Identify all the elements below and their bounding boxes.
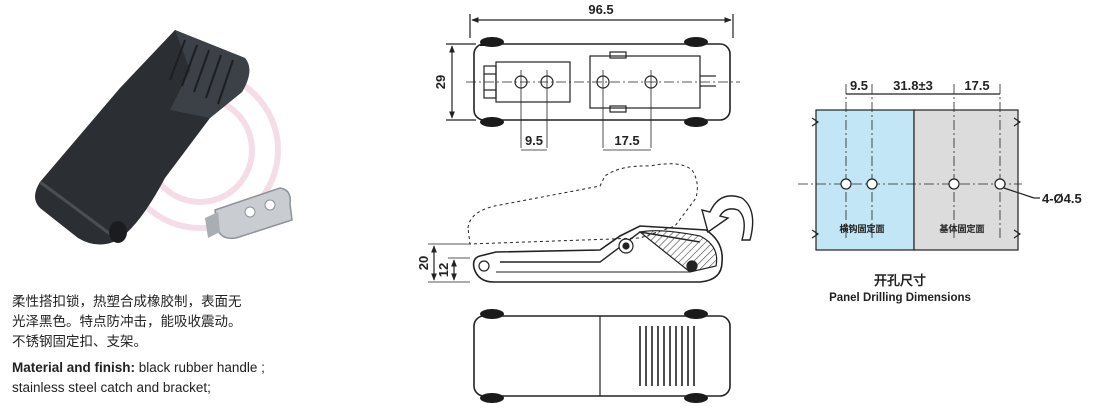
- material-text: black rubber handle ;: [135, 360, 265, 375]
- material-label: Material and finish:: [12, 360, 136, 375]
- product-photo: [35, 30, 293, 245]
- panel-drilling-diagram: [798, 84, 1040, 251]
- top-width-dim: 96.5: [588, 2, 613, 17]
- panel-label-catch: 横钩固定面: [839, 223, 884, 235]
- panel-caption-cn: 开孔尺寸: [873, 274, 926, 289]
- material-text-line2: stainless steel catch and bracket;: [12, 380, 211, 395]
- corner-pads: [480, 37, 708, 127]
- catch-mounting-face: [815, 109, 915, 251]
- open-handle-outline: [467, 163, 698, 245]
- top-view: [446, 14, 740, 151]
- side-view: [428, 163, 754, 283]
- panel-label-base: 基体固定面: [938, 223, 984, 235]
- panel-dim-b: 31.8±3: [893, 78, 933, 93]
- side-height-total-dim: 20: [416, 256, 431, 270]
- rotation-arrow-icon: [701, 195, 754, 241]
- steel-catch: [205, 187, 293, 240]
- panel-hole-callout: 4-Ø4.5: [1042, 191, 1082, 206]
- description-material: Material and finish: black rubber handle…: [12, 358, 332, 398]
- top-hole-dim-left: 9.5: [525, 133, 543, 148]
- bottom-view: [473, 309, 731, 403]
- description-chinese: 柔性搭扣锁，热塑合成橡胶制，表面无 光泽黑色。特点防冲击，能吸收震动。 不锈钢固…: [12, 294, 242, 350]
- top-hole-dim-right: 17.5: [614, 133, 639, 148]
- grip-ribs: [639, 326, 695, 386]
- top-height-dim: 29: [433, 75, 448, 89]
- panel-dim-a: 9.5: [850, 78, 868, 93]
- rubber-handle: [35, 30, 250, 245]
- panel-caption: 开孔尺寸 Panel Drilling Dimensions: [800, 270, 1000, 304]
- side-height-base-dim: 12: [436, 263, 451, 277]
- product-description: 柔性搭扣锁，热塑合成橡胶制，表面无 光泽黑色。特点防冲击，能吸收震动。 不锈钢固…: [12, 292, 332, 398]
- panel-dim-c: 17.5: [964, 78, 989, 93]
- panel-caption-en: Panel Drilling Dimensions: [829, 292, 971, 304]
